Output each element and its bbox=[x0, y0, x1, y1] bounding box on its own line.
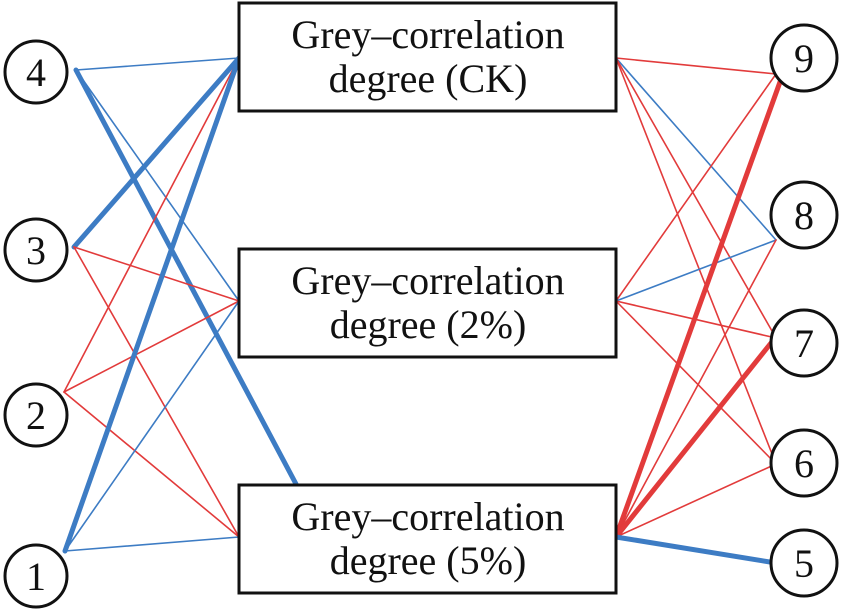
link-2-to-ck bbox=[63, 57, 240, 393]
link-p5-to-7 bbox=[613, 340, 774, 540]
right-node-7-circle bbox=[769, 308, 839, 378]
link-4-to-p2 bbox=[75, 69, 240, 302]
link-p2-to-9 bbox=[615, 73, 777, 302]
left-node-2-label: 2 bbox=[26, 393, 46, 438]
right-node-5-circle bbox=[769, 528, 839, 598]
box-p5-line1: Grey–correlation bbox=[291, 494, 564, 539]
right-node-6-label: 6 bbox=[794, 441, 814, 486]
link-ck-to-6 bbox=[615, 57, 777, 465]
link-4-to-p5 bbox=[73, 67, 299, 487]
left-node-1: 1 bbox=[3, 543, 69, 609]
link-p5-to-5 bbox=[613, 534, 779, 566]
left-node-3-circle bbox=[3, 217, 69, 283]
link-ck-to-9 bbox=[615, 57, 777, 75]
right-node-8: 8 bbox=[769, 180, 839, 250]
link-ck-to-8 bbox=[615, 57, 777, 241]
box-p5: Grey–correlation degree (5%) bbox=[237, 483, 618, 595]
left-node-1-label: 1 bbox=[26, 554, 46, 599]
link-p5-to-9 bbox=[613, 79, 783, 540]
left-node-4: 4 bbox=[3, 39, 69, 105]
left-node-4-circle bbox=[3, 39, 69, 105]
link-1-to-p5 bbox=[64, 536, 240, 552]
left-node-2-circle bbox=[3, 382, 69, 448]
right-node-7-label: 7 bbox=[794, 321, 814, 366]
box-p2-line1: Grey–correlation bbox=[291, 258, 564, 303]
left-node-1-circle bbox=[3, 543, 69, 609]
right-node-8-circle bbox=[769, 180, 839, 250]
right-node-5: 5 bbox=[769, 528, 839, 598]
box-p2-line2: degree (2%) bbox=[330, 302, 527, 347]
box-ck-line1: Grey–correlation bbox=[291, 12, 564, 57]
right-node-5-label: 5 bbox=[794, 541, 814, 586]
left-node-3-label: 3 bbox=[26, 228, 46, 273]
link-4-to-ck bbox=[75, 57, 240, 71]
link-1-to-ck bbox=[62, 55, 242, 554]
link-2-to-p5 bbox=[63, 391, 240, 538]
box-p5-line2: degree (5%) bbox=[330, 538, 527, 583]
right-node-9-label: 9 bbox=[794, 36, 814, 81]
left-node-3: 3 bbox=[3, 217, 69, 283]
right-node-7: 7 bbox=[769, 308, 839, 378]
link-ck-to-7 bbox=[615, 57, 777, 339]
link-p2-to-6 bbox=[615, 300, 777, 465]
left-node-4-label: 4 bbox=[26, 50, 46, 95]
link-3-to-p5 bbox=[73, 246, 240, 538]
box-ck-line2: degree (CK) bbox=[329, 56, 528, 101]
box-p2-frame bbox=[237, 247, 618, 359]
right-node-9: 9 bbox=[769, 23, 839, 93]
link-2-to-p2 bbox=[63, 300, 240, 393]
left-node-2: 2 bbox=[3, 382, 69, 448]
right-node-6: 6 bbox=[769, 428, 839, 498]
right-node-6-circle bbox=[769, 428, 839, 498]
link-p5-to-6 bbox=[615, 463, 777, 538]
right-node-9-circle bbox=[769, 23, 839, 93]
box-ck-frame bbox=[237, 1, 618, 113]
link-p2-to-8 bbox=[615, 239, 777, 302]
box-ck: Grey–correlation degree (CK) bbox=[237, 1, 618, 113]
links-layer bbox=[62, 55, 783, 566]
box-p5-frame bbox=[237, 483, 618, 595]
link-3-to-p2 bbox=[73, 246, 240, 302]
link-1-to-p2 bbox=[64, 300, 240, 552]
link-p5-to-8 bbox=[615, 239, 777, 538]
link-3-to-ck bbox=[71, 55, 242, 250]
box-p2: Grey–correlation degree (2%) bbox=[237, 247, 618, 359]
right-node-8-label: 8 bbox=[794, 193, 814, 238]
